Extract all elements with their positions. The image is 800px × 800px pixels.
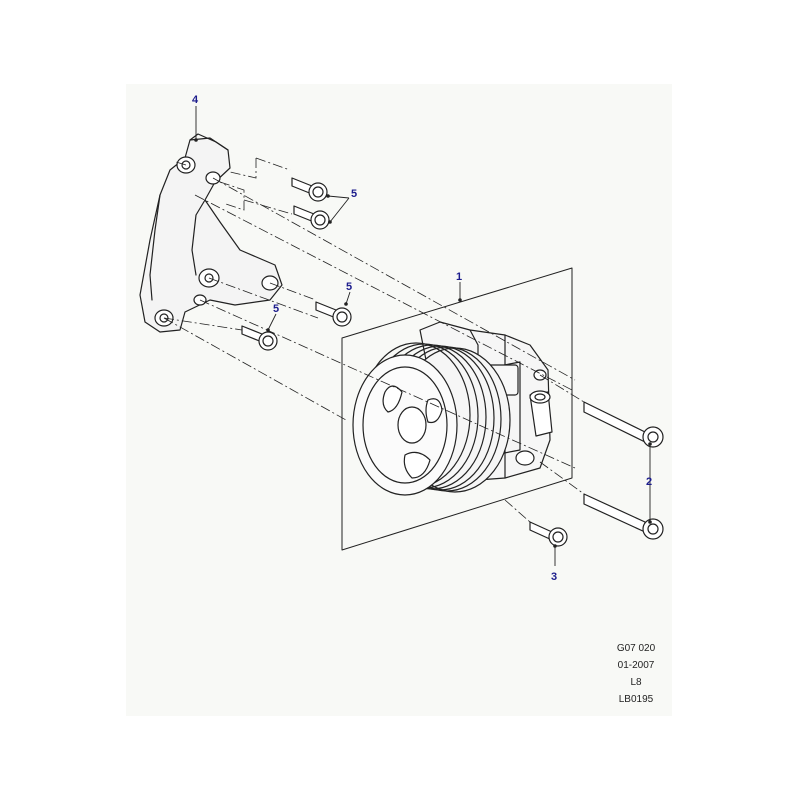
callout-5-middle: 5	[346, 281, 352, 293]
bolt-5-upper-b	[293, 205, 330, 230]
pump-assembly-frame	[341, 267, 573, 551]
bolt-5-middle	[315, 301, 352, 327]
figure-code: G07 020	[616, 643, 656, 654]
callout-3: 3	[551, 571, 557, 583]
assembly-lines	[163, 157, 585, 523]
mounting-bracket	[139, 133, 283, 333]
model-code: L8	[630, 677, 642, 688]
bolt-5-lower	[241, 325, 278, 351]
bolt-2-lower	[583, 493, 664, 540]
power-steering-pump	[352, 321, 553, 496]
bolt-5-upper-a	[291, 177, 328, 202]
bolt-2-upper	[583, 401, 664, 448]
callout-4: 4	[192, 94, 199, 106]
leader-lines	[195, 106, 651, 566]
drawing-number: LB0195	[618, 694, 654, 705]
callout-2: 2	[646, 476, 652, 488]
bolt-3	[529, 521, 568, 547]
callout-5-lower: 5	[273, 303, 279, 315]
callout-5-upper: 5	[351, 188, 357, 200]
figure-date: 01-2007	[617, 660, 655, 671]
leader-dots	[194, 138, 652, 548]
callout-1: 1	[456, 271, 462, 283]
